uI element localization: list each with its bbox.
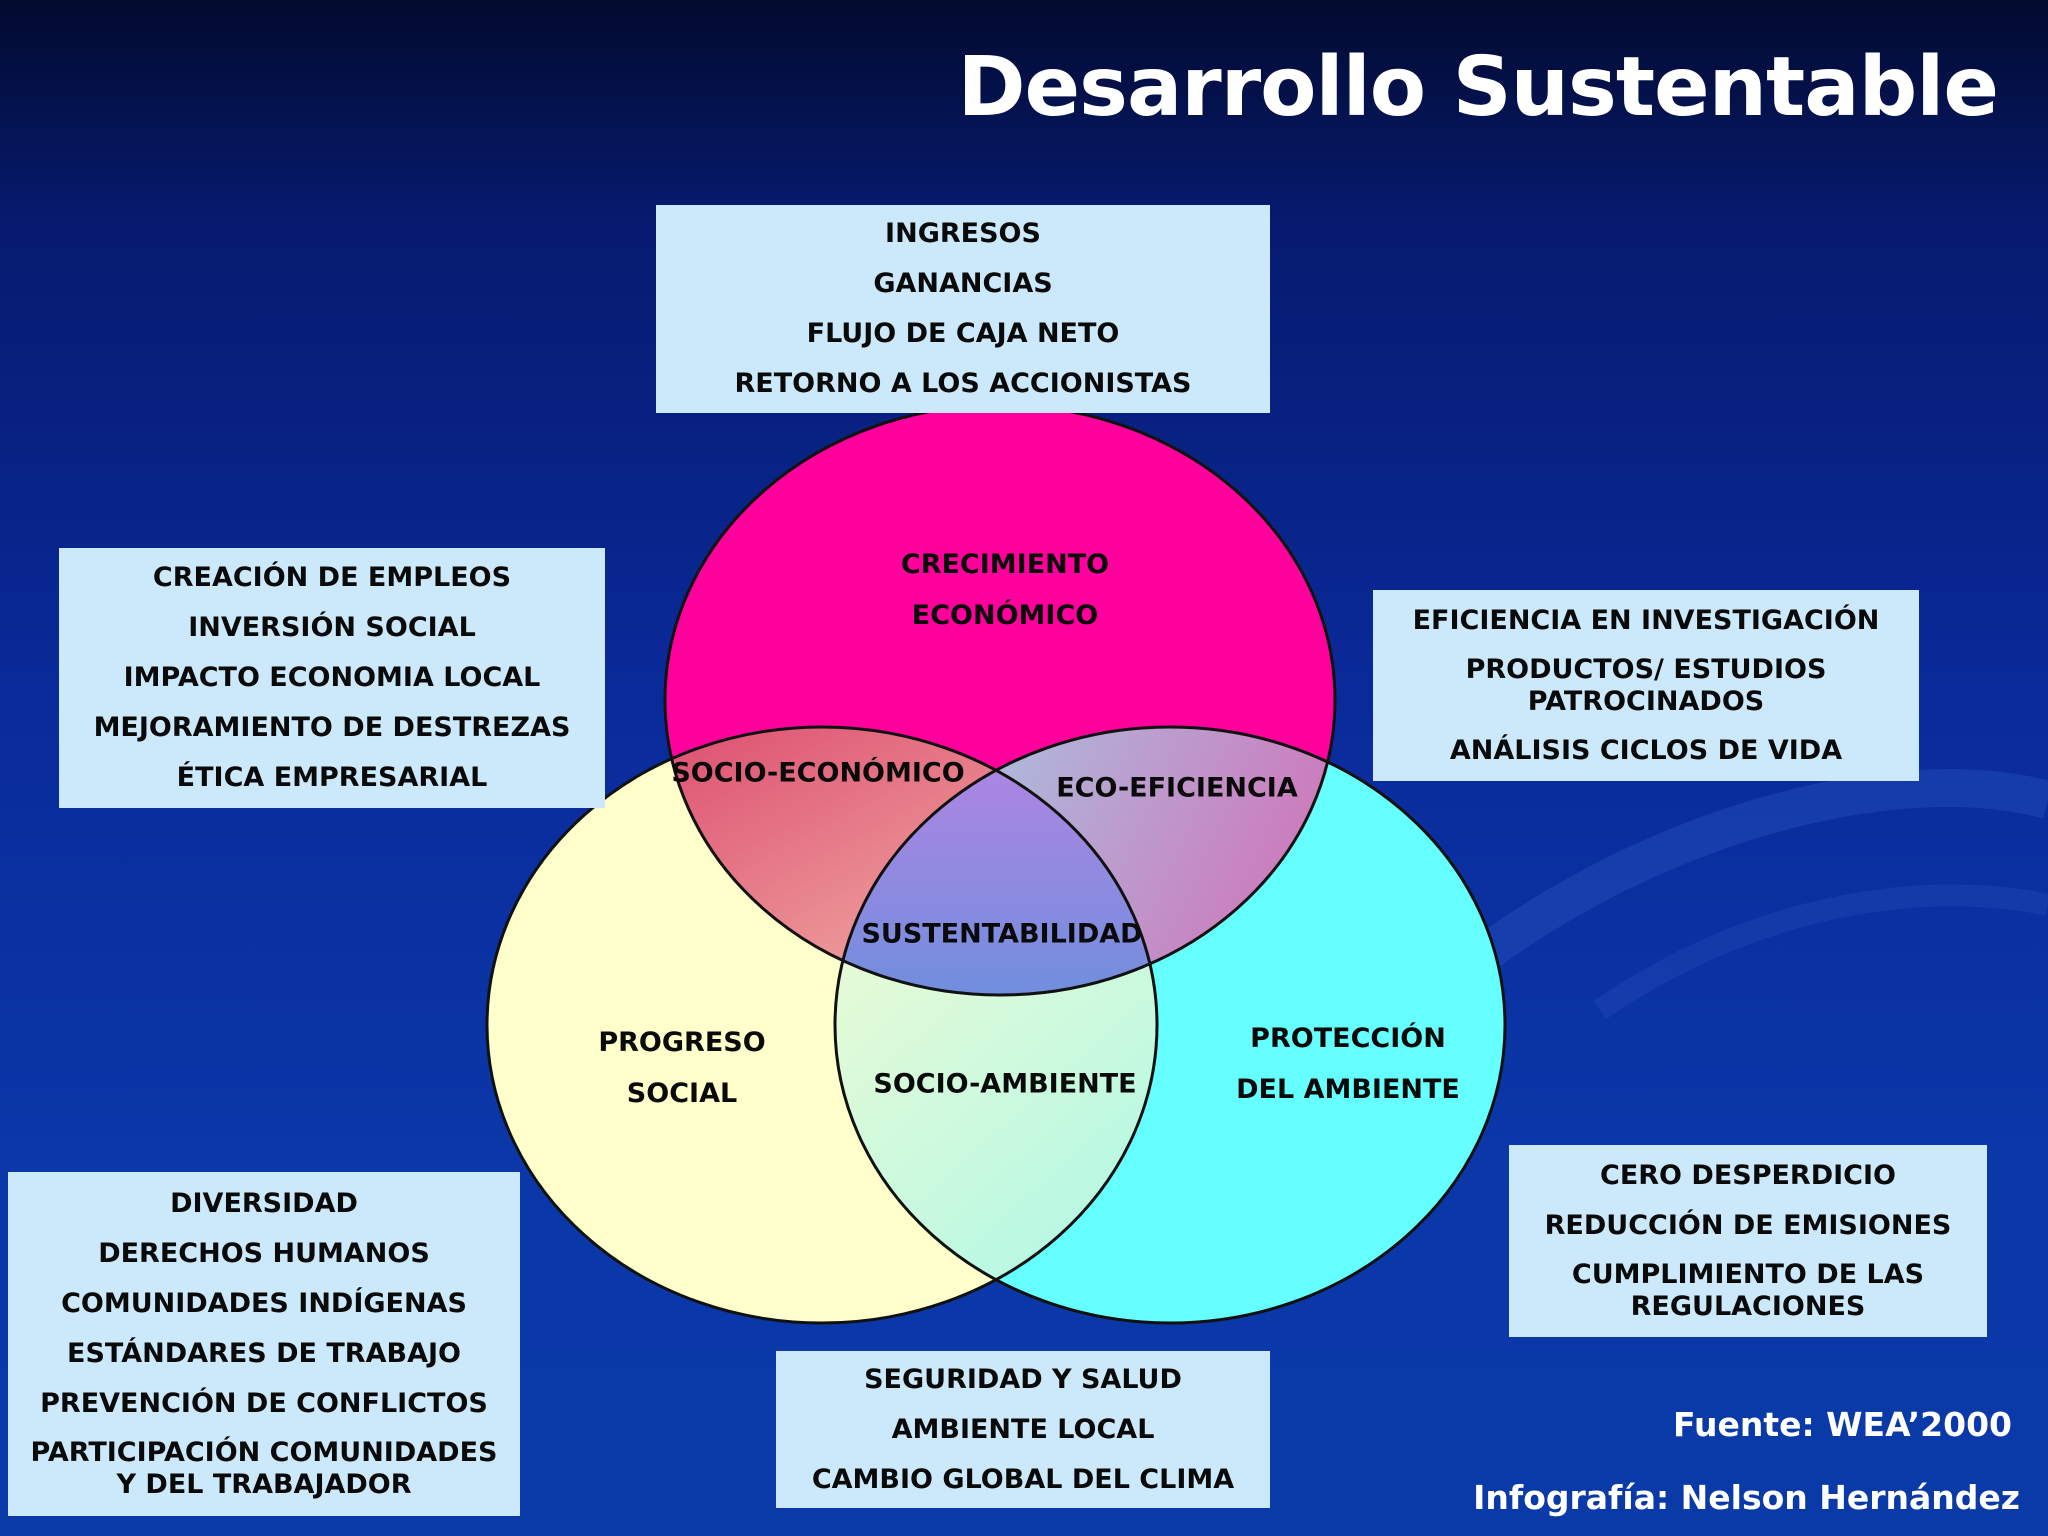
box-socio-environment: SEGURIDAD Y SALUD AMBIENTE LOCAL CAMBIO …	[776, 1351, 1270, 1508]
box-environment: CERO DESPERDICIO REDUCCIÓN DE EMISIONES …	[1509, 1145, 1987, 1337]
box-economic: INGRESOS GANANCIAS FLUJO DE CAJA NETO RE…	[656, 205, 1270, 413]
page-title: Desarrollo Sustentable	[957, 40, 1999, 135]
box-eco-efficiency: EFICIENCIA EN INVESTIGACIÓN PRODUCTOS/ E…	[1373, 590, 1919, 781]
venn-label-sustentabilidad: SUSTENTABILIDAD	[861, 918, 1143, 950]
intersection-sustentabilidad	[835, 727, 1157, 995]
venn-label-eco-eficiencia: ECO-EFICIENCIA	[1056, 772, 1298, 804]
credit-text: Infografía: Nelson Hernández	[1473, 1478, 2020, 1517]
venn-label-socio-ambiente: SOCIO-AMBIENTE	[873, 1068, 1137, 1100]
box-social-progress: DIVERSIDAD DERECHOS HUMANOS COMUNIDADES …	[8, 1172, 520, 1516]
box-social: CREACIÓN DE EMPLEOS INVERSIÓN SOCIAL IMP…	[59, 548, 605, 808]
source-text: Fuente: WEA’2000	[1673, 1405, 2012, 1444]
venn-label-socio-economico: SOCIO-ECONÓMICO	[671, 757, 965, 789]
